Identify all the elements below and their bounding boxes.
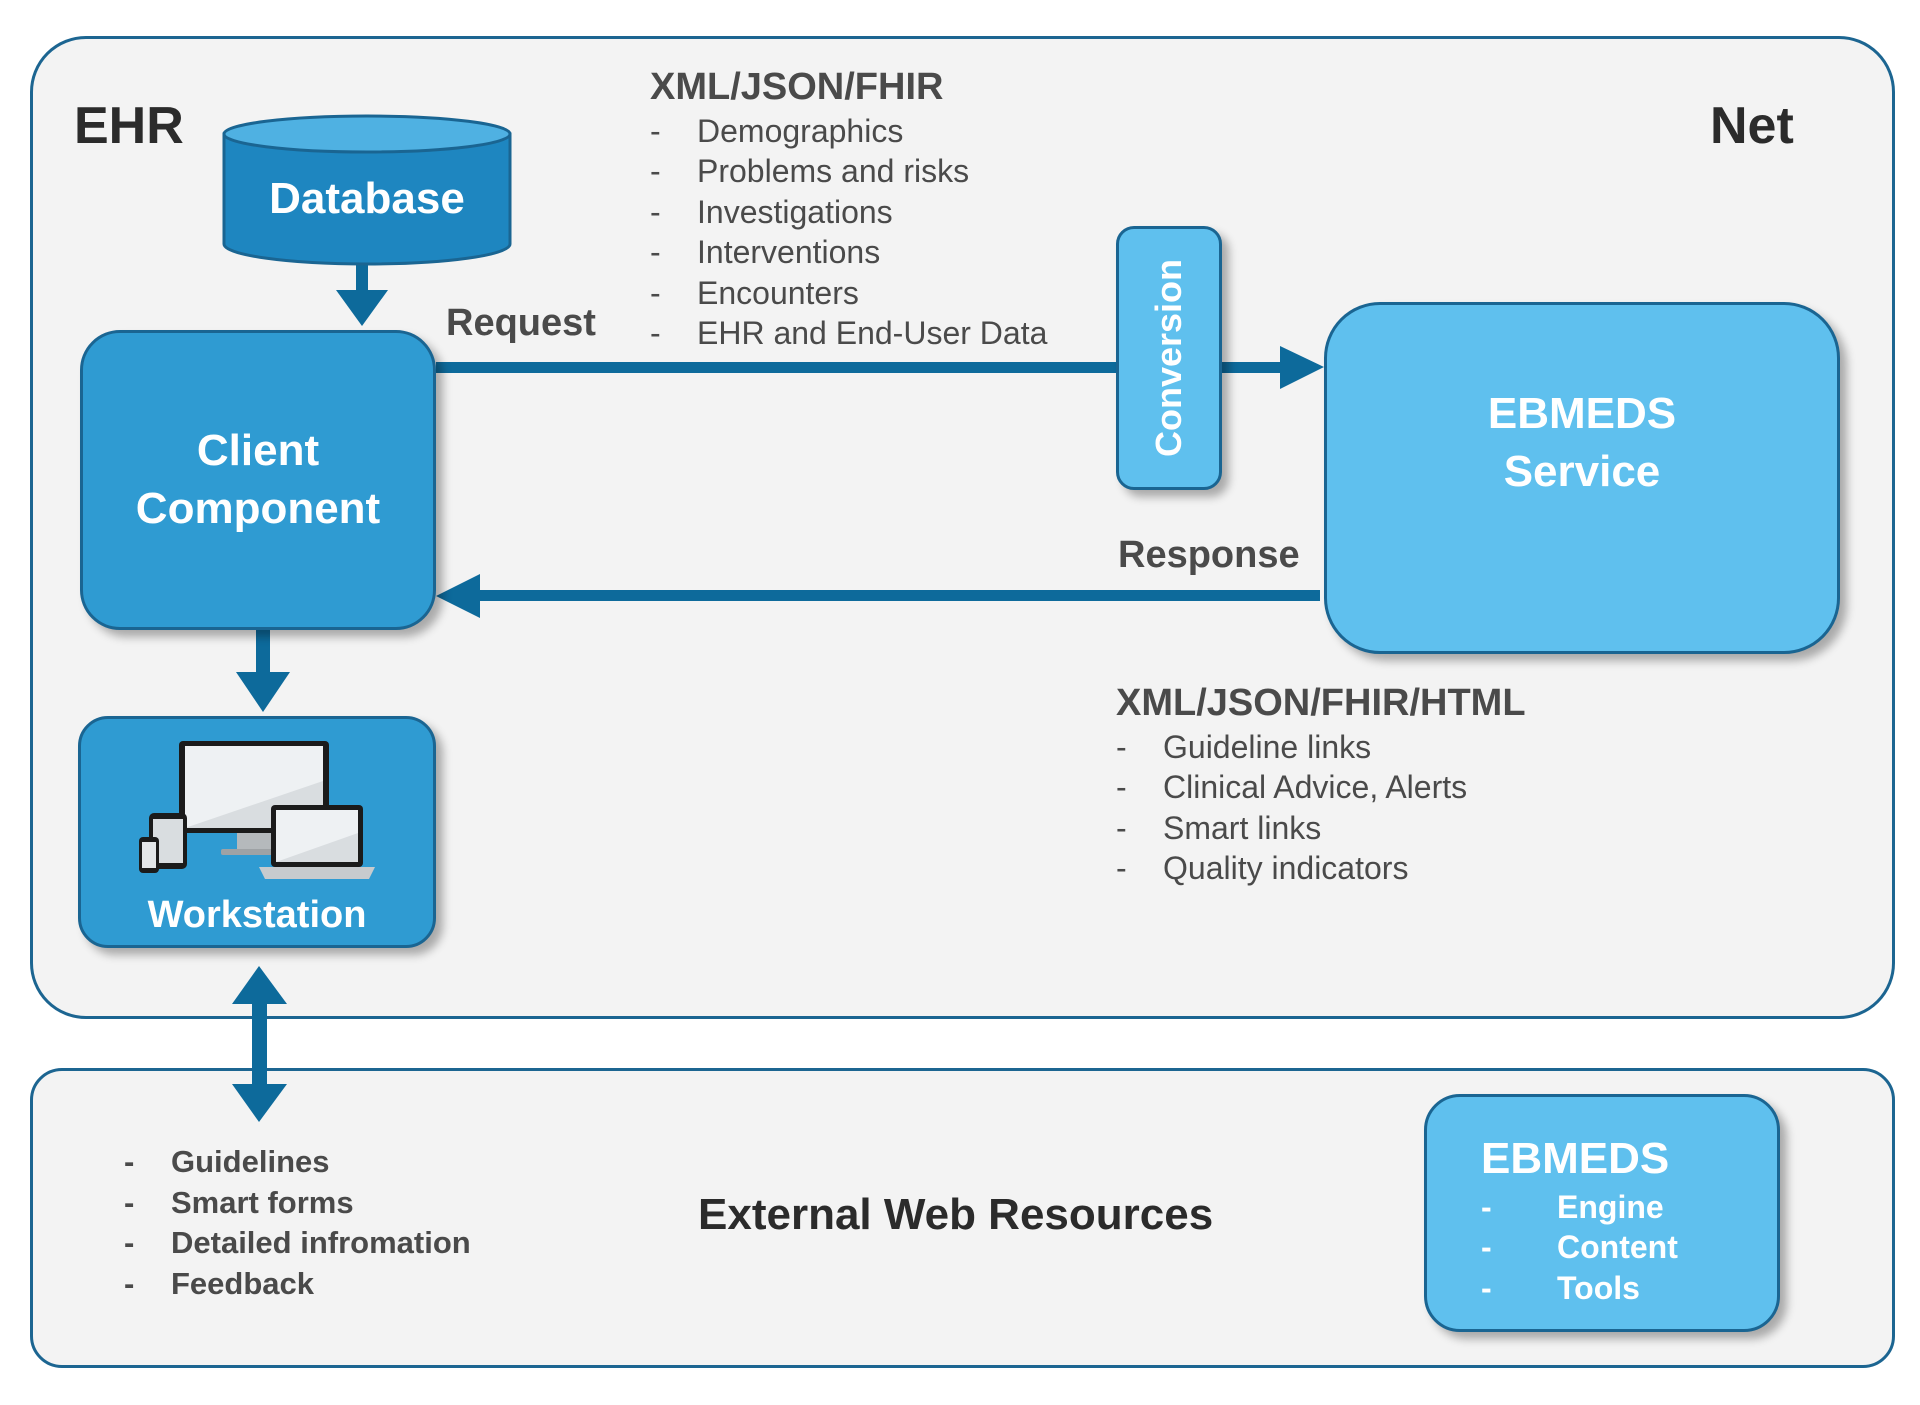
list-item: -Detailed infromation (124, 1225, 471, 1261)
db-to-client-arrow-head (336, 290, 388, 326)
list-item: -Tools (1481, 1269, 1640, 1306)
request-info: XML/JSON/FHIR -Demographics -Problems an… (650, 66, 1047, 354)
ebmeds-box: EBMEDS -Engine -Content -Tools (1424, 1094, 1780, 1332)
workstation-label: Workstation (147, 894, 367, 936)
response-format: XML/JSON/FHIR/HTML (1116, 682, 1526, 724)
request-label: Request (446, 302, 596, 344)
list-item: -Clinical Advice, Alerts (1116, 769, 1468, 806)
conversion-box: Conversion (1116, 226, 1222, 490)
request-arrow-head (1280, 346, 1324, 389)
list-item: -Interventions (650, 234, 881, 271)
client-component-line2: Component (135, 484, 381, 533)
net-label: Net (1710, 97, 1794, 155)
list-item: -Problems and risks (650, 153, 970, 190)
list-item: -Smart forms (124, 1184, 354, 1220)
ehr-label: EHR (74, 97, 184, 155)
client-to-workstation-arrow-shaft (256, 630, 270, 676)
list-item: -Guideline links (1116, 728, 1372, 765)
list-item: -EHR and End-User Data (650, 315, 1048, 352)
client-component-box: Client Component (80, 330, 436, 630)
ebmeds-service-box: EBMEDS Service (1324, 302, 1840, 654)
request-format: XML/JSON/FHIR (650, 66, 944, 108)
external-title: External Web Resources (698, 1190, 1214, 1239)
client-component-line1: Client (196, 426, 320, 475)
list-item: -Smart links (1116, 809, 1322, 846)
ebmeds-box-title: EBMEDS (1481, 1134, 1670, 1183)
response-item-list: -Guideline links -Clinical Advice, Alert… (1116, 727, 1526, 889)
list-item: -Demographics (650, 112, 904, 149)
external-arrow-shaft (252, 1002, 267, 1088)
response-info: XML/JSON/FHIR/HTML -Guideline links -Cli… (1116, 682, 1526, 889)
workstation-box: Workstation (78, 716, 436, 948)
list-item: -Content (1481, 1229, 1678, 1266)
database-cylinder-icon (222, 114, 512, 266)
response-arrow-head (436, 574, 480, 618)
list-item: -Encounters (650, 274, 859, 311)
list-item: -Quality indicators (1116, 850, 1409, 887)
db-to-client-arrow-shaft (356, 262, 368, 292)
database-node: Database (220, 112, 512, 266)
list-item: -Engine (1481, 1188, 1664, 1225)
request-arrow-shaft (436, 362, 1282, 373)
database-label: Database (269, 174, 465, 223)
response-label: Response (1118, 534, 1300, 576)
client-to-workstation-arrow-head (236, 672, 290, 712)
external-item-list: -Guidelines -Smart forms -Detailed infro… (124, 1142, 471, 1304)
request-item-list: -Demographics -Problems and risks -Inves… (650, 111, 1047, 354)
external-arrow-head-up (232, 966, 287, 1004)
external-arrow-head-down (232, 1084, 287, 1122)
response-arrow-shaft (478, 590, 1320, 601)
devices-icon (139, 741, 375, 879)
ebmeds-item-list: -Engine -Content -Tools (1481, 1187, 1678, 1309)
list-item: -Guidelines (124, 1144, 330, 1180)
ebmeds-service-line1: EBMEDS (1487, 389, 1677, 438)
conversion-label: Conversion (1148, 258, 1190, 458)
list-item: -Investigations (650, 193, 893, 230)
external-info: -Guidelines -Smart forms -Detailed infro… (124, 1142, 471, 1304)
list-item: -Feedback (124, 1265, 315, 1301)
ebmeds-service-line2: Service (1503, 447, 1661, 496)
